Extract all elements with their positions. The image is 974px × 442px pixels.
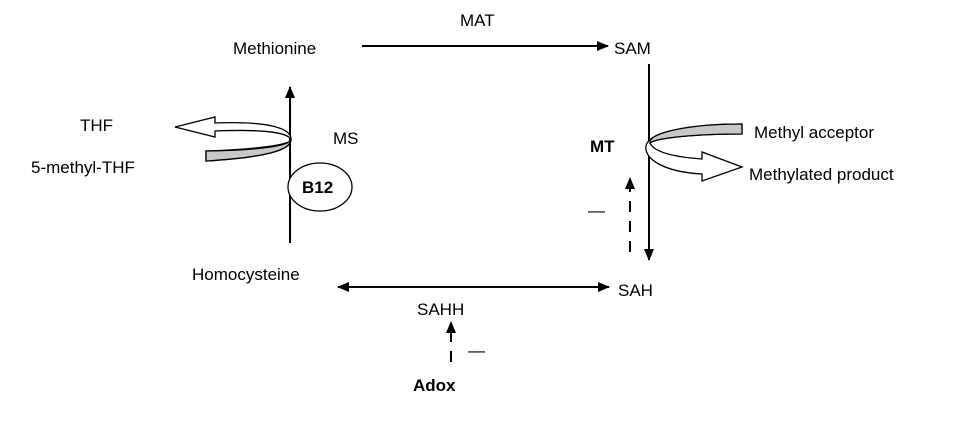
label-adox: Adox: [413, 376, 456, 395]
band-shade-left: [205, 139, 292, 162]
label-sah: SAH: [618, 281, 653, 300]
inhibition-sign-sahh: —: [468, 341, 485, 360]
label-sam: SAM: [614, 39, 651, 58]
label-thf: THF: [80, 116, 114, 135]
inhibition-sign-mt: —: [588, 201, 605, 220]
label-b12: B12: [302, 178, 334, 197]
label-homocysteine: Homocysteine: [192, 265, 300, 284]
label-methyl-acceptor: Methyl acceptor: [754, 123, 874, 142]
enzyme-mat: MAT: [460, 11, 495, 30]
band-shade-right: [649, 123, 743, 145]
enzyme-ms: MS: [333, 129, 359, 148]
label-methylated-product: Methylated product: [749, 165, 894, 184]
enzyme-mt: MT: [590, 137, 615, 156]
label-methionine: Methionine: [233, 39, 317, 58]
label-5-methyl-thf: 5-methyl-THF: [31, 158, 135, 177]
enzyme-sahh: SAHH: [417, 300, 465, 319]
b12-ellipse: [287, 162, 353, 212]
